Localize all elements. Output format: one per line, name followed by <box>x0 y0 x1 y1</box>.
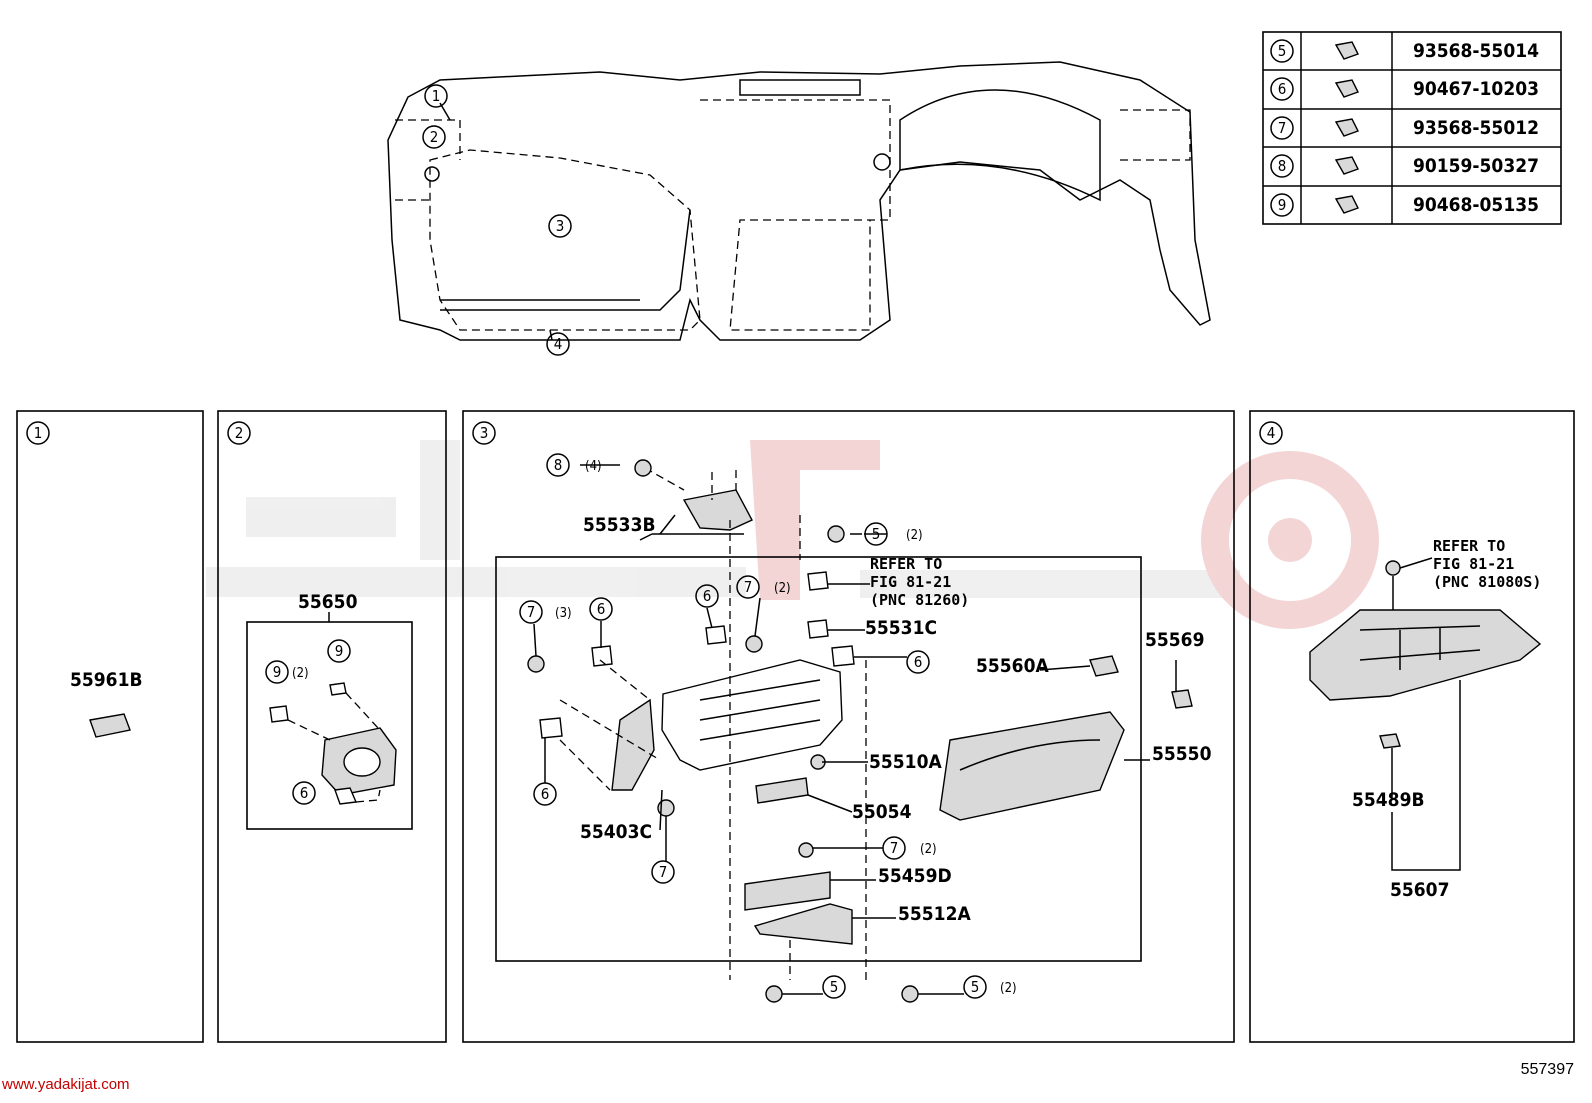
panel-2-frame <box>217 410 447 1043</box>
panel-3-index: 3 <box>472 421 496 445</box>
part-label-55510A: 55510A <box>869 751 942 773</box>
fastener-table <box>1262 31 1562 225</box>
panel-1-frame <box>16 410 204 1043</box>
svg-text:2: 2 <box>235 424 244 442</box>
svg-text:6: 6 <box>541 785 550 803</box>
part-label-55650: 55650 <box>298 591 358 613</box>
part-label-55531C: 55531C <box>865 617 937 639</box>
svg-text:6: 6 <box>703 587 712 605</box>
svg-text:(PNC 81080S): (PNC 81080S) <box>1433 573 1541 591</box>
svg-text:7: 7 <box>890 839 899 857</box>
svg-text:(2): (2) <box>774 581 791 596</box>
svg-text:4: 4 <box>1267 424 1276 442</box>
part-label-55569: 55569 <box>1145 629 1204 651</box>
watermark-logo <box>206 440 1379 629</box>
refer-note-pnc-81080s: REFER TO FIG 81-21 (PNC 81080S) <box>1433 537 1541 591</box>
overview-callout: 2 <box>422 125 446 149</box>
clip-icon <box>1334 79 1359 98</box>
svg-text:1: 1 <box>34 424 43 442</box>
svg-text:FIG 81-21: FIG 81-21 <box>1433 555 1514 573</box>
panel-3-frame <box>462 410 1235 1043</box>
svg-text:REFER TO: REFER TO <box>1433 537 1505 555</box>
overview-callouts <box>439 102 553 341</box>
part-label-55533B: 55533B <box>583 514 656 536</box>
fastener-row: 8 90159-50327 <box>1270 154 1539 178</box>
clip-icon <box>1334 195 1359 214</box>
fastener-part-number: 93568-55014 <box>1413 40 1539 62</box>
svg-text:7: 7 <box>744 578 753 596</box>
svg-text:(3): (3) <box>555 606 572 621</box>
refer-note-pnc-81260: REFER TO FIG 81-21 (PNC 81260) <box>870 555 969 609</box>
overview-callout: 1 <box>424 84 448 108</box>
part-label-55512A: 55512A <box>898 903 971 925</box>
svg-text:2: 2 <box>430 128 439 146</box>
fastener-ref: 5 <box>1278 42 1287 60</box>
figure-number: 557397 <box>1520 1061 1574 1078</box>
svg-text:9: 9 <box>273 663 282 681</box>
svg-text:6: 6 <box>300 784 309 802</box>
panel-2-callouts: 9 (2) 9 6 <box>265 639 351 805</box>
panel-4-index: 4 <box>1259 421 1283 445</box>
fastener-row: 6 90467-10203 <box>1270 77 1539 101</box>
part-label-55961B: 55961B <box>70 669 143 691</box>
svg-text:7: 7 <box>527 603 536 621</box>
part-label-55550: 55550 <box>1152 743 1212 765</box>
panel-1-index: 1 <box>26 421 50 445</box>
part-label-55403C: 55403C <box>580 821 652 843</box>
fastener-ref: 6 <box>1278 80 1287 98</box>
svg-text:FIG 81-21: FIG 81-21 <box>870 573 951 591</box>
fastener-part-number: 90467-10203 <box>1413 78 1539 100</box>
part-label-55054: 55054 <box>852 801 912 823</box>
svg-text:9: 9 <box>335 642 344 660</box>
svg-text:(2): (2) <box>906 528 923 543</box>
svg-text:8: 8 <box>554 456 563 474</box>
svg-text:REFER TO: REFER TO <box>870 555 942 573</box>
overview-callout: 3 <box>548 214 572 238</box>
svg-text:5: 5 <box>830 978 839 996</box>
panel-2-inner-frame <box>246 621 413 830</box>
website-url[interactable]: www.yadakijat.com <box>2 1076 130 1093</box>
nut-icon <box>1334 156 1359 175</box>
svg-text:(2): (2) <box>1000 981 1017 996</box>
glove-box-assembly <box>527 459 1193 1003</box>
fastener-row: 7 93568-55012 <box>1270 116 1539 140</box>
screw-bolt-icon <box>1334 41 1359 60</box>
svg-text:(PNC 81260): (PNC 81260) <box>870 591 969 609</box>
panel-4-frame <box>1249 410 1575 1043</box>
svg-text:(2): (2) <box>920 842 937 857</box>
svg-text:3: 3 <box>556 217 565 235</box>
svg-text:3: 3 <box>480 424 489 442</box>
part-label-55489B: 55489B <box>1352 789 1425 811</box>
svg-text:1: 1 <box>432 87 441 105</box>
fastener-ref: 9 <box>1278 196 1287 214</box>
part-55961B-shape <box>89 713 131 738</box>
svg-text:5: 5 <box>971 978 980 996</box>
svg-text:7: 7 <box>659 863 668 881</box>
svg-text:4: 4 <box>554 335 563 353</box>
dashboard-overview <box>387 61 1211 341</box>
fastener-part-number: 93568-55012 <box>1413 117 1539 139</box>
overview-callout: 4 <box>546 332 570 356</box>
svg-text:6: 6 <box>597 600 606 618</box>
svg-text:(2): (2) <box>292 666 309 681</box>
fastener-part-number: 90468-05135 <box>1413 194 1539 216</box>
screw-bolt-icon <box>1334 118 1359 137</box>
part-label-55560A: 55560A <box>976 655 1049 677</box>
panel-2-index: 2 <box>227 421 251 445</box>
svg-text:6: 6 <box>914 653 923 671</box>
part-55607-shape <box>1309 557 1542 871</box>
part-55650-shape <box>269 682 397 805</box>
part-label-55607: 55607 <box>1390 879 1449 901</box>
svg-text:(4): (4) <box>585 459 602 474</box>
fastener-row: 9 90468-05135 <box>1270 193 1539 217</box>
fastener-part-number: 90159-50327 <box>1413 155 1539 177</box>
part-label-55459D: 55459D <box>878 865 952 887</box>
fastener-row: 5 93568-55014 <box>1270 39 1539 63</box>
panel-3-inner-frame <box>495 556 1142 962</box>
fastener-ref: 7 <box>1278 119 1287 137</box>
fastener-ref: 8 <box>1278 157 1287 175</box>
